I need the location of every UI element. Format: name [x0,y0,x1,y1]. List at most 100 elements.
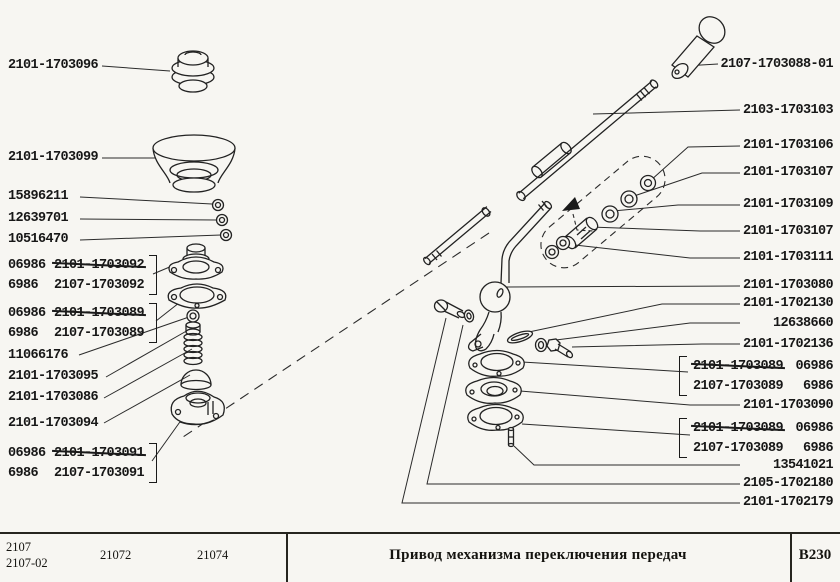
group-bracket [149,255,158,295]
leader-line [105,328,191,378]
sheet-code: В230 [798,547,832,563]
part-label-2101-1703094: 2101-1703094 [8,416,99,431]
quantity-code: 06986 [8,445,46,461]
group-bracket [679,418,687,458]
leader-line [103,374,191,424]
gasket-plate-drawing [167,283,227,309]
label-row: 6986 2107-1703091 [8,463,145,483]
gear-lever-drawing [467,200,553,352]
leader-line [612,204,740,212]
gasket-plate-drawing [468,349,525,377]
pin-drawing [507,426,515,448]
leader-line [565,243,740,259]
lever-boot-drawing [152,134,236,193]
retainer-clip-drawing [506,330,534,344]
label-row: 2107-1703089 6986 [693,438,834,458]
part-label-2101-1703109: 2101-1703109 [742,197,834,212]
leader-line [592,109,741,115]
quantity-code: 06986 [8,257,46,273]
pivot-bolt-drawing [433,299,466,319]
ball-nut-drawing [186,309,200,323]
washer-drawing [534,337,548,353]
part-label-12638660: 12638660 [772,316,834,331]
group-bracket [149,443,158,483]
part-label-2101-1703086: 2101-1703086 [8,390,99,405]
part-label-group-1703091: 06986 2101-1703091 6986 2107-1703091 [8,443,158,483]
part-drawings [152,16,726,448]
label-row: 2101-1703089 06986 [691,356,834,376]
part-label-group-1703092: 06986 2101-1703092 6986 2107-1703092 [8,255,158,295]
dome-washer-drawing [180,369,212,391]
leader-line [401,317,740,504]
part-label-15896211: 15896211 [8,189,69,204]
part-number: 2107-1703092 [54,277,145,293]
label-row: 6986 2107-1703092 [8,275,145,295]
part-label-2101-1703096: 2101-1703096 [8,58,99,73]
bolt-drawing [546,338,574,359]
quantity-code: 6986 [8,465,39,481]
leader-line [513,445,740,466]
nut-drawing [215,213,229,227]
leader-lines [78,63,741,504]
part-label-2101-1702130: 2101-1702130 [742,296,834,311]
pivot-washer-drawing [463,309,475,323]
part-number: 2107-1703089 [693,378,784,394]
part-label-2105-1702180: 2105-1702180 [742,476,834,491]
quantity-code: 6986 [802,440,834,456]
leader-line [521,361,689,373]
part-number: 2107-1703091 [54,465,145,481]
direction-arrow [562,197,580,211]
leader-line [547,322,740,342]
quantity-code: 6986 [8,325,39,341]
model-code: 21072 [100,548,132,562]
label-row: 2107-1703089 6986 [693,376,834,396]
label-row: 06986 2101-1703091 [8,443,147,463]
part-label-2101-1703080: 2101-1703080 [742,278,834,293]
part-label-2101-1702136: 2101-1702136 [742,337,834,352]
part-label-12639701: 12639701 [8,211,69,226]
joint-bushings-drawing [544,174,657,260]
part-number: 2107-1703089 [54,325,145,341]
part-label-2101-1703106: 2101-1703106 [742,138,834,153]
part-label-2107-1703088-01: 2107-1703088-01 [720,57,833,72]
gear-knob-drawing [671,16,726,80]
leader-line [523,303,740,334]
part-label-2103-1703103: 2103-1703103 [742,103,834,118]
lower-mount-drawing [170,390,225,426]
part-number: 2107-1703089 [693,440,784,456]
spring-drawing [183,332,203,366]
label-row: 06986 2101-1703089 [8,303,147,323]
label-row: 06986 2101-1703092 [8,255,147,275]
gasket-plate-drawing [467,403,524,431]
leader-line [501,285,741,288]
shift-rod-drawing [516,79,659,202]
boot-plate-drawing [465,376,522,404]
title-block-divider [790,534,792,582]
quantity-code: 6986 [8,277,39,293]
leader-line [589,226,740,232]
part-label-2101-1702179: 2101-1702179 [742,495,834,510]
leader-line [521,423,691,436]
leader-line [79,218,218,221]
part-label-2101-1703107: 2101-1703107 [742,224,834,239]
part-label-2101-1703111: 2101-1703111 [742,250,834,265]
model-code: 2107 [6,540,31,554]
lever-housing-drawing [168,243,224,280]
nut-drawing [211,198,225,212]
diagram-canvas [78,16,741,504]
part-label-11066176: 11066176 [8,348,69,363]
selector-rod-drawing [423,206,492,266]
quantity-code: 06986 [8,305,46,321]
part-label-2101-1703107: 2101-1703107 [742,165,834,180]
leader-line [633,172,740,197]
drawing-title: Привод механизма переключения передач [389,547,687,563]
model-code: 2107-02 [6,556,48,570]
part-label-group-1703089-b: 2101-1703089 06986 2107-1703089 6986 [679,418,834,458]
group-bracket [679,356,687,396]
group-bracket [149,303,158,343]
leader-line [78,316,190,356]
part-label-group-1703089: 06986 2101-1703089 6986 2107-1703089 [8,303,158,343]
leader-line [79,196,213,205]
quantity-code: 6986 [802,378,834,394]
